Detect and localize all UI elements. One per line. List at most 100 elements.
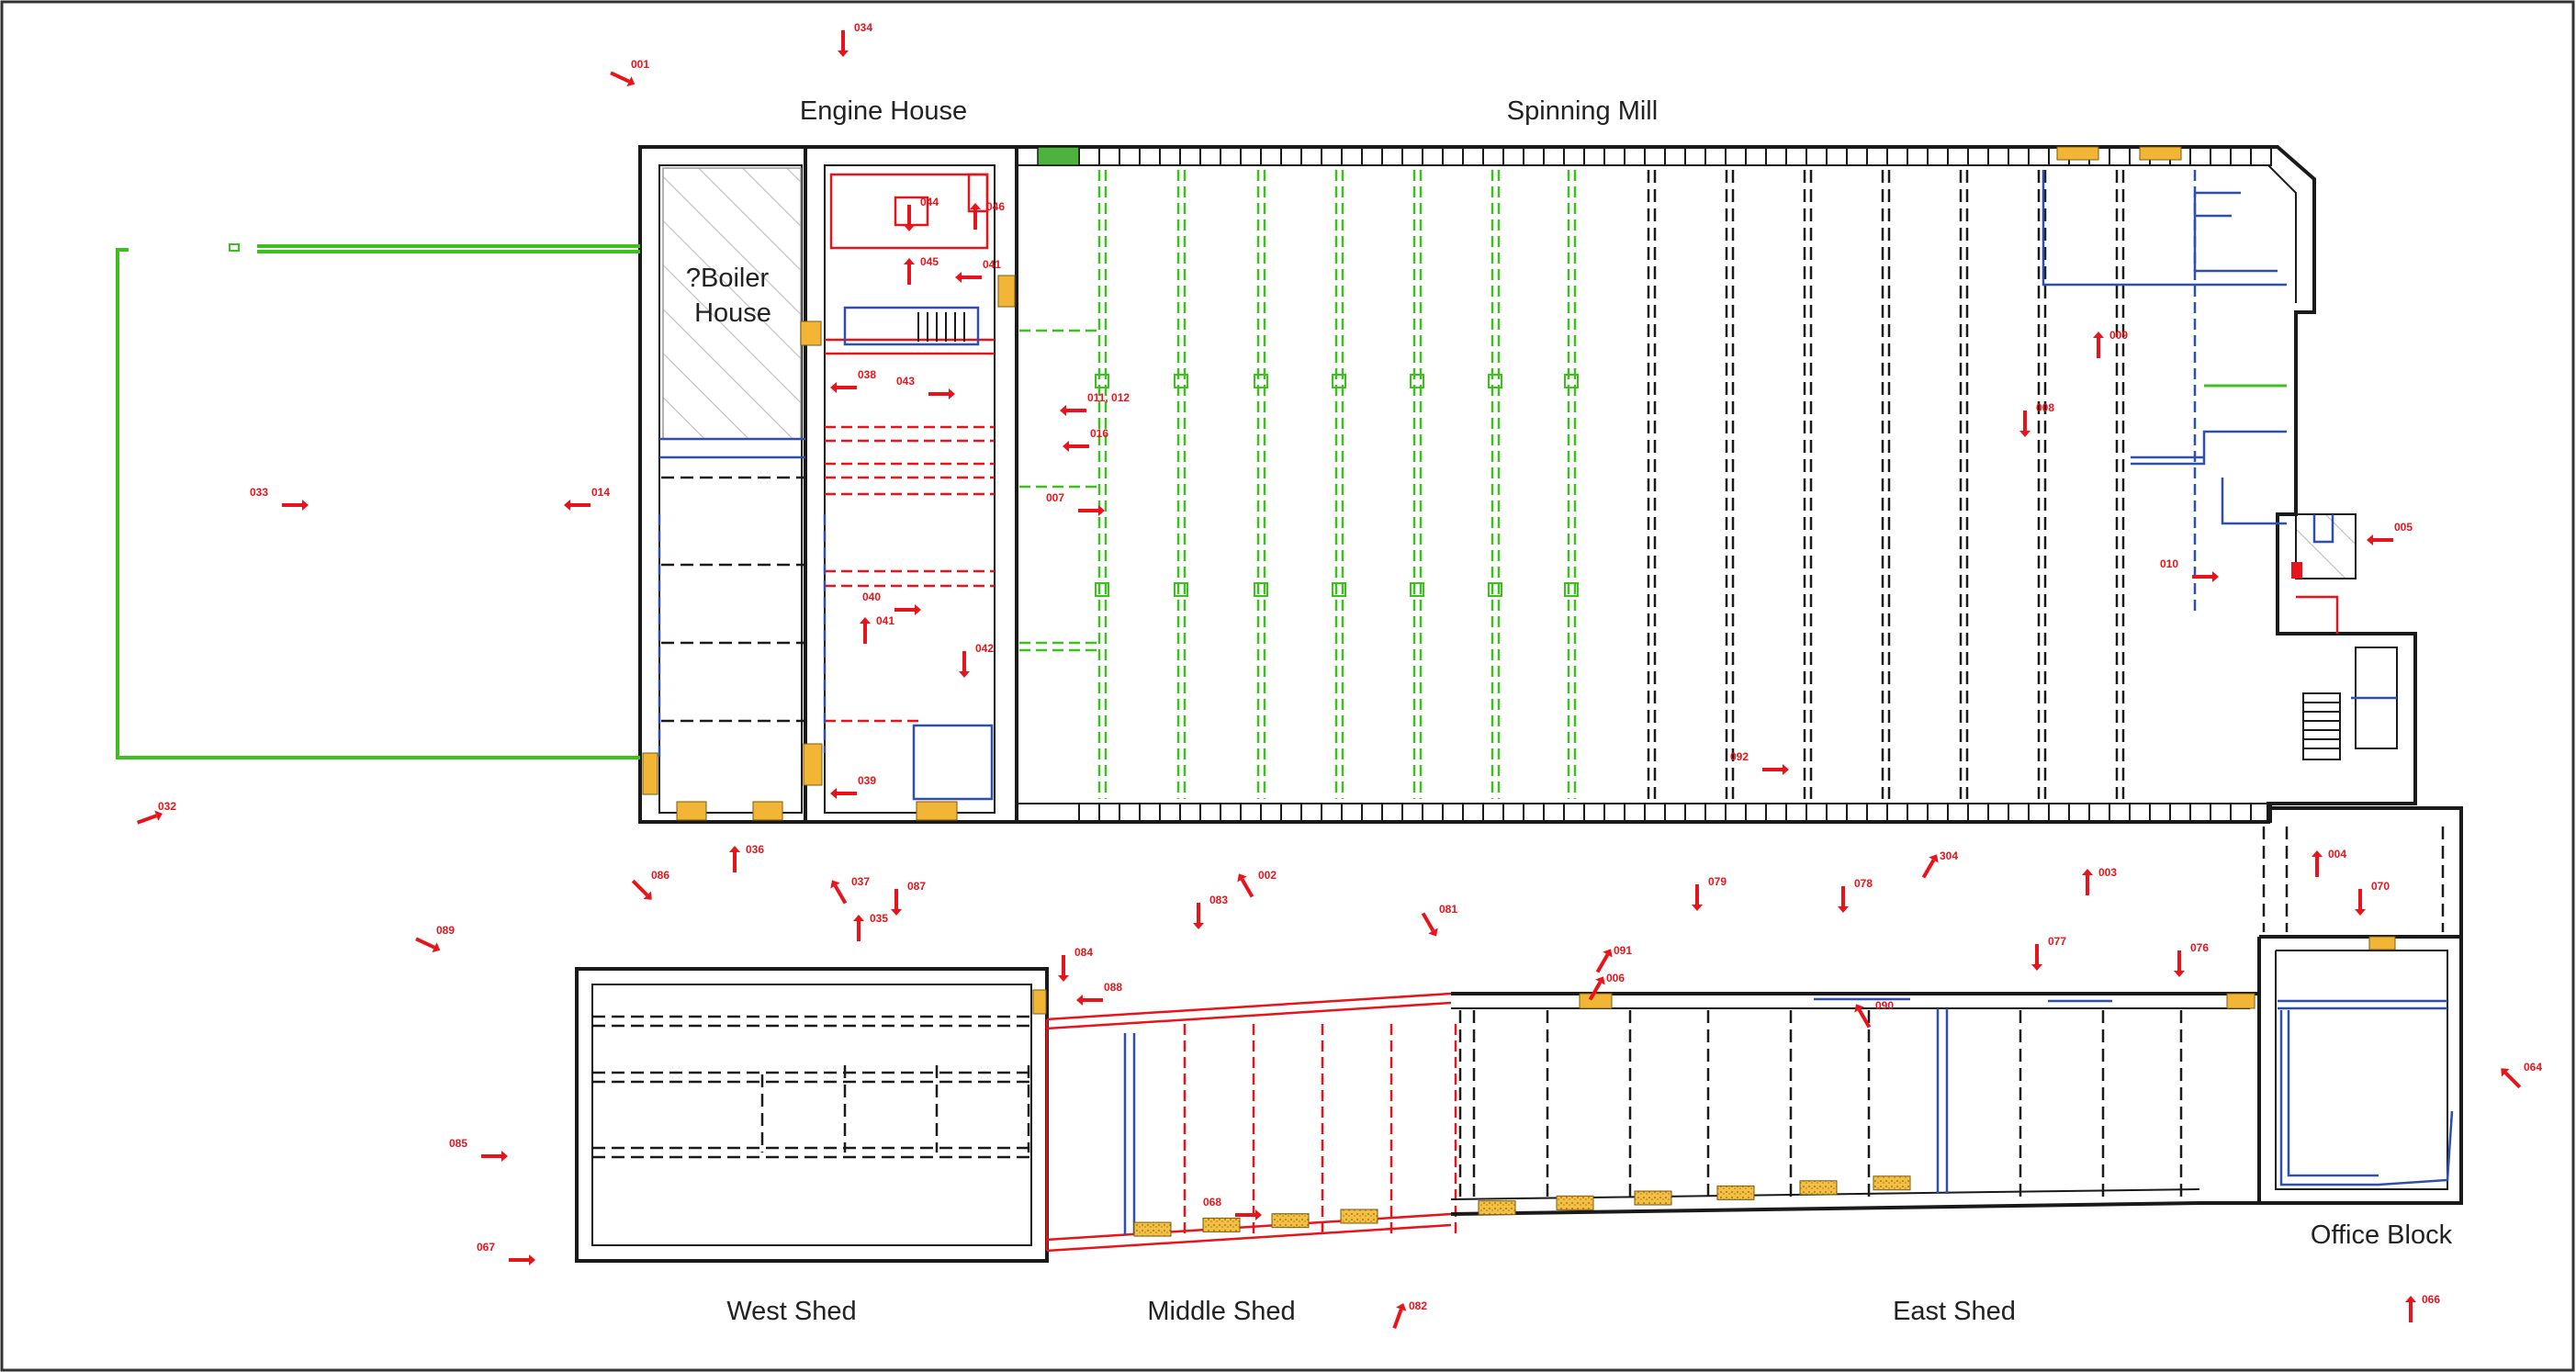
- photo-point-label: 003: [2098, 866, 2117, 879]
- photo-point: 041: [955, 258, 1001, 283]
- photo-point-label: 034: [854, 21, 872, 34]
- mill-stair: [2302, 692, 2341, 760]
- photo-point: 011, 012: [1060, 391, 1130, 416]
- photo-arrowhead-icon: [830, 880, 840, 889]
- middle-east-shed-block: [1045, 992, 2261, 1253]
- photo-arrowhead-icon: [1396, 1303, 1407, 1311]
- photo-arrowhead-icon: [1783, 764, 1789, 775]
- photo-point-label: 014: [591, 486, 610, 499]
- photo-point: 090: [1854, 999, 1894, 1029]
- photo-point-label: 002: [1258, 869, 1277, 882]
- photo-arrowhead-icon: [1854, 1004, 1864, 1013]
- photo-arrowhead-icon: [1060, 405, 1066, 416]
- photo-point-label: 032: [158, 800, 176, 813]
- photo-arrowhead-icon: [2312, 850, 2323, 857]
- photo-point-label: 082: [1409, 1299, 1427, 1312]
- photo-point: 043: [896, 375, 955, 399]
- photo-point-label: 083: [1209, 894, 1228, 906]
- photo-point-label: 043: [896, 375, 915, 388]
- photo-point-label: 009: [2109, 329, 2128, 342]
- photo-arrowhead-icon: [891, 909, 902, 916]
- photo-point-label: 033: [250, 486, 268, 499]
- photo-arrowhead-icon: [915, 604, 921, 615]
- photo-point: 086: [631, 869, 669, 900]
- photo-point-label: 081: [1439, 903, 1457, 916]
- photo-point-label: 091: [1614, 944, 1632, 957]
- photo-point-label: 041: [876, 614, 894, 627]
- photo-point-label: 006: [1606, 972, 1625, 984]
- label-engine-house: Engine House: [800, 96, 967, 126]
- photo-point-label: 007: [1046, 491, 1064, 504]
- photo-arrow-icon: [136, 814, 158, 825]
- photo-point-label: 037: [851, 875, 870, 888]
- photo-arrow-icon: [1588, 981, 1603, 1001]
- photo-point: 044: [904, 196, 939, 231]
- photo-arrow-icon: [610, 71, 630, 84]
- photo-point: 092: [1730, 750, 1789, 775]
- photo-point: 005: [2367, 521, 2413, 545]
- photo-arrowhead-icon: [830, 382, 837, 393]
- photo-arrowhead-icon: [1193, 923, 1204, 929]
- photo-point-label: 008: [2036, 401, 2054, 414]
- west-shed-block: [575, 967, 1049, 1263]
- photo-arrow-icon: [1392, 1308, 1403, 1330]
- photo-arrowhead-icon: [1058, 975, 1069, 982]
- photo-arrowhead-icon: [564, 500, 570, 511]
- photo-point: 066: [2405, 1293, 2440, 1322]
- photo-point: 010: [2160, 557, 2219, 582]
- photo-arrowhead-icon: [838, 51, 849, 57]
- photo-arrowhead-icon: [154, 810, 163, 821]
- photo-arrowhead-icon: [2405, 1296, 2416, 1302]
- photo-arrowhead-icon: [729, 846, 740, 852]
- photo-point: 076: [2174, 941, 2209, 977]
- photo-point: 091: [1595, 944, 1632, 973]
- photo-point: 046: [970, 200, 1005, 230]
- photo-arrowhead-icon: [955, 272, 962, 283]
- photo-point: 040: [862, 590, 921, 615]
- photo-point: 089: [415, 924, 455, 953]
- photo-point: 081: [1421, 903, 1457, 937]
- photo-point-label: 078: [1854, 877, 1873, 890]
- photo-point: 088: [1076, 981, 1122, 1006]
- photo-arrowhead-icon: [1692, 905, 1703, 911]
- photo-point: 038: [830, 368, 876, 393]
- label-west-shed: West Shed: [726, 1297, 856, 1326]
- label-middle-shed: Middle Shed: [1147, 1297, 1295, 1326]
- photo-arrow-icon: [631, 879, 649, 897]
- photo-arrowhead-icon: [2082, 869, 2093, 875]
- photo-arrowhead-icon: [1076, 995, 1083, 1006]
- photo-point: 079: [1692, 875, 1727, 911]
- photo-arrowhead-icon: [860, 617, 871, 624]
- photo-point-label: 085: [449, 1137, 467, 1150]
- photo-point: 041: [860, 614, 894, 644]
- photo-point: 001: [610, 58, 649, 87]
- photo-arrowhead-icon: [853, 915, 864, 921]
- photo-arrowhead-icon: [529, 1254, 535, 1265]
- office-block: [2257, 935, 2463, 1205]
- photo-arrowhead-icon: [1237, 873, 1247, 883]
- photo-point-label: 076: [2190, 941, 2209, 954]
- photo-point: 009: [2093, 329, 2128, 358]
- photo-point: 067: [477, 1241, 535, 1265]
- photo-point-label: 086: [651, 869, 669, 882]
- photo-point-label: 005: [2394, 521, 2413, 534]
- photo-point-label: 046: [986, 200, 1005, 213]
- photo-point: 078: [1838, 877, 1873, 913]
- photo-arrowhead-icon: [2212, 571, 2219, 582]
- photo-point-label: 079: [1708, 875, 1727, 888]
- photo-arrowhead-icon: [626, 76, 636, 87]
- photo-point-label: 087: [907, 880, 926, 893]
- photo-arrowhead-icon: [1098, 505, 1105, 516]
- photo-point-label: 044: [920, 196, 939, 208]
- photo-point-label: 042: [975, 642, 994, 655]
- photo-arrowhead-icon: [2019, 431, 2030, 437]
- photo-point: 002: [1237, 869, 1277, 898]
- photo-point-label: 066: [2422, 1293, 2440, 1306]
- photo-point: 003: [2082, 866, 2117, 895]
- photo-point: 033: [250, 486, 309, 511]
- photo-point: 036: [729, 843, 764, 872]
- photo-point: 032: [136, 800, 176, 825]
- photo-arrowhead-icon: [2367, 534, 2373, 545]
